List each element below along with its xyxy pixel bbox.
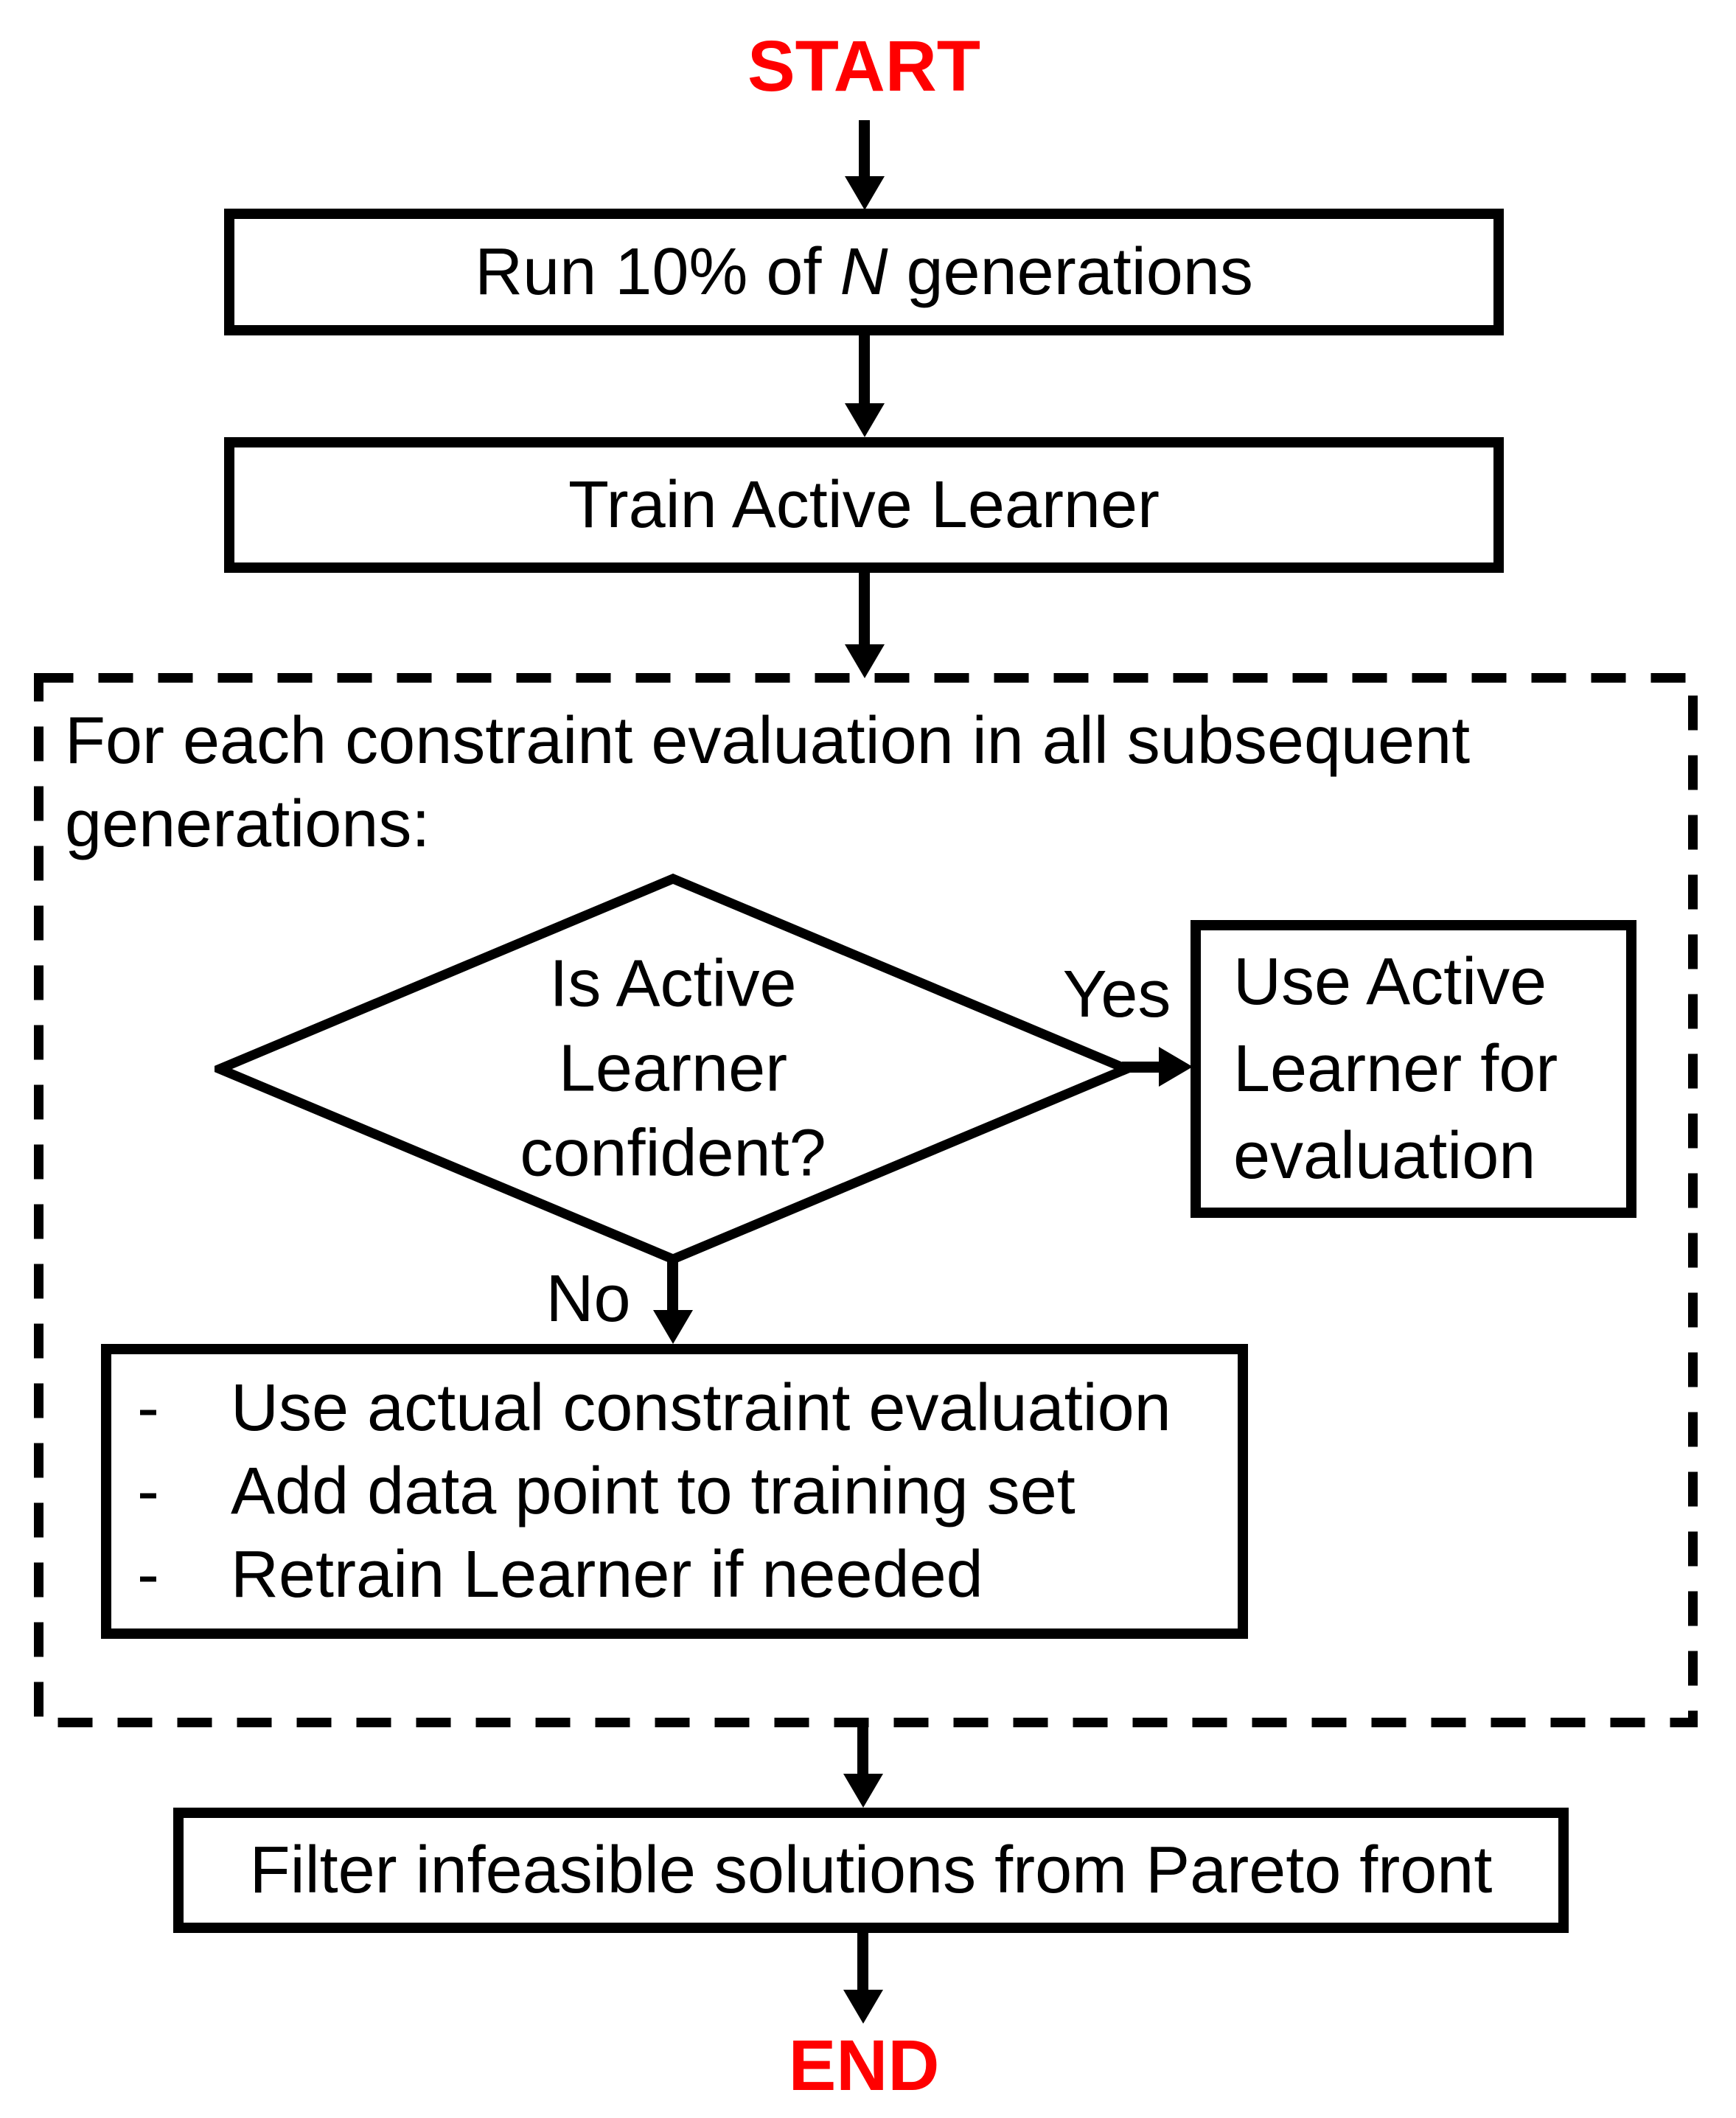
decision-line3: confident?	[520, 1116, 826, 1191]
use-learner-line3: evaluation	[1233, 1119, 1536, 1193]
arrow-head-icon	[653, 1310, 693, 1344]
arrow-shaft	[859, 335, 870, 405]
bullet-dash: -	[137, 1537, 159, 1612]
arrow-shaft	[1122, 1062, 1165, 1073]
use-learner-label: Use Active Learner for evaluation	[1233, 938, 1558, 1199]
arrow-shaft	[857, 1933, 868, 1992]
actual-evaluation-list: - Use actual constraint evaluation - Add…	[111, 1367, 1171, 1617]
arrow-shaft	[859, 573, 870, 647]
end-label: END	[788, 2025, 940, 2105]
list-item-label: Use actual constraint evaluation	[231, 1370, 1171, 1445]
use-learner-line2: Learner for	[1233, 1032, 1558, 1106]
bullet-dash: -	[137, 1370, 159, 1445]
decision-diamond-label: Is Active Learner confident?	[520, 942, 826, 1196]
actual-evaluation-box: - Use actual constraint evaluation - Add…	[101, 1344, 1248, 1639]
no-branch-label: No	[545, 1262, 631, 1336]
yes-branch-label: Yes	[1062, 958, 1171, 1031]
use-learner-box: Use Active Learner for evaluation	[1191, 920, 1636, 1218]
loop-container-border	[34, 673, 1698, 1727]
decision-line1: Is Active	[549, 947, 797, 1021]
arrow-head-icon	[845, 176, 885, 210]
bullet-dash: -	[137, 1454, 159, 1528]
filter-solutions-label: Filter infeasible solutions from Pareto …	[249, 1833, 1493, 1907]
arrow-head-icon	[845, 644, 885, 678]
run-generations-label: Run 10% of N generations	[475, 234, 1253, 310]
list-item: - Add data point to training set	[137, 1450, 1171, 1533]
list-item-label: Add data point to training set	[231, 1454, 1076, 1528]
loop-header-line2: generations:	[65, 787, 430, 861]
train-learner-label: Train Active Learner	[568, 467, 1160, 542]
run-label-prefix: Run 10% of	[475, 234, 840, 309]
use-learner-line1: Use Active	[1233, 945, 1547, 1019]
arrow-shaft	[859, 120, 870, 181]
run-label-suffix: generations	[888, 234, 1253, 309]
start-label: START	[747, 26, 981, 106]
arrow-head-icon	[843, 1990, 883, 2024]
arrow-shaft	[667, 1255, 678, 1314]
arrow-head-icon	[845, 403, 885, 437]
loop-header-line1: For each constraint evaluation in all su…	[65, 704, 1471, 778]
list-item: - Retrain Learner if needed	[137, 1533, 1171, 1617]
train-learner-box: Train Active Learner	[224, 437, 1504, 573]
list-item-label: Retrain Learner if needed	[231, 1537, 983, 1612]
list-item: - Use actual constraint evaluation	[137, 1367, 1171, 1450]
decision-line2: Learner	[558, 1031, 788, 1106]
filter-solutions-box: Filter infeasible solutions from Pareto …	[173, 1808, 1569, 1933]
run-generations-box: Run 10% of N generations	[224, 209, 1504, 335]
arrow-shaft	[857, 1723, 868, 1776]
run-label-n-variable: N	[840, 234, 888, 309]
arrow-head-icon	[1159, 1047, 1193, 1087]
loop-header: For each constraint evaluation in all su…	[65, 700, 1470, 866]
arrow-head-icon	[843, 1774, 883, 1808]
